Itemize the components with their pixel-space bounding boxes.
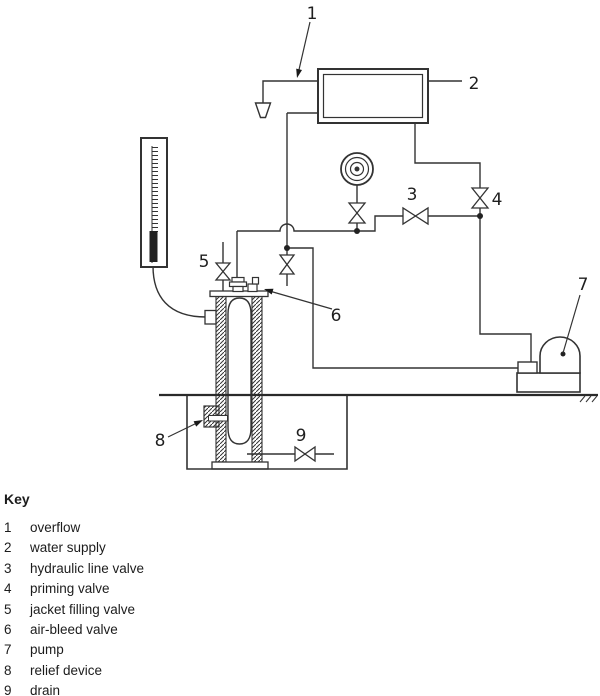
key-item-number: 6 [4, 622, 12, 638]
relief-device-icon [203, 405, 228, 428]
vent-valve [278, 254, 296, 275]
key-item-label: priming valve [30, 581, 110, 597]
expansion-scale-gauge [140, 137, 207, 318]
overflow-line [262, 80, 330, 103]
jacket-side-connection [204, 309, 217, 325]
key-item-number: 2 [4, 540, 12, 556]
key-row: 8 relief device [4, 661, 144, 681]
air-bleed-valve-icon [247, 276, 260, 293]
pump-icon [516, 336, 581, 393]
key-item-label: jacket filling valve [30, 601, 136, 617]
valves [214, 187, 490, 463]
key-rows: 1 overflow 2 water supply 3 hydraulic li… [4, 518, 144, 696]
jacket-base-plate [211, 461, 269, 470]
ground-hatch [579, 395, 598, 403]
water-supply-tank [317, 68, 429, 124]
key-item-number: 9 [4, 683, 12, 696]
valve-3-hydraulic-line [402, 206, 429, 226]
key-row: 6 air-bleed valve [4, 620, 144, 640]
label-6-air-bleed: 6 [331, 306, 342, 326]
label-2-water-supply: 2 [469, 74, 480, 94]
leader-6 [265, 289, 333, 310]
key-item-label: hydraulic line valve [30, 560, 145, 576]
key-title: Key [4, 491, 30, 507]
pressure-gauge-icon [340, 152, 374, 186]
line-with-bridge [237, 223, 357, 232]
key-item-number: 8 [4, 662, 12, 678]
leader-lines [167, 21, 581, 438]
pump-suction-line [287, 247, 518, 369]
key-item-number: 1 [4, 520, 12, 535]
overflow-funnel-icon [254, 102, 272, 119]
gauge-isolation-valve [347, 202, 367, 224]
arrowheads [193, 68, 302, 427]
key-item-number: 7 [4, 642, 12, 658]
leader-1 [297, 21, 311, 75]
key-row: 1 overflow [4, 518, 144, 538]
key-item-label: pump [30, 642, 64, 658]
label-8-relief-device: 8 [155, 431, 166, 451]
key-item-label: air-bleed valve [30, 622, 118, 638]
key-item-number: 5 [4, 601, 12, 617]
key-row: 7 pump [4, 640, 144, 660]
pump-discharge-line [479, 216, 532, 362]
key-item-label: relief device [30, 662, 103, 678]
key-item-label: water supply [30, 540, 106, 556]
jacket-right-wall [251, 295, 263, 463]
key-legend: Key 1 overflow 2 water supply 3 hydrauli… [4, 492, 144, 696]
priming-top-line [414, 115, 481, 188]
jacket-left-wall [215, 295, 227, 463]
test-rig-diagram: 1 2 3 4 5 6 7 8 9 [140, 4, 598, 470]
test-pit [186, 395, 348, 470]
valve-4-priming [470, 187, 490, 209]
label-5-jacket-filling: 5 [199, 252, 210, 272]
key-item-number: 3 [4, 560, 12, 576]
leader-7 [562, 294, 581, 354]
key-row: 5 jacket filling valve [4, 600, 144, 620]
junction-dots [284, 213, 566, 357]
key-row: 2 water supply [4, 538, 144, 558]
key-row: 9 drain [4, 681, 144, 696]
label-9-drain: 9 [296, 426, 307, 446]
label-7-pump: 7 [578, 275, 589, 295]
process-lines [222, 80, 532, 455]
key-row: 4 priming valve [4, 579, 144, 599]
label-3-hydraulic-valve: 3 [407, 185, 418, 205]
valve-5-jacket-filling [214, 262, 232, 281]
key-item-number: 4 [4, 581, 12, 597]
key-item-label: overflow [30, 520, 81, 535]
key-item-label: drain [30, 683, 61, 696]
hydraulic-line-left [357, 215, 403, 232]
valve-9-drain [294, 445, 316, 463]
key-row: 3 hydraulic line valve [4, 559, 144, 579]
test-jacket-assembly [204, 276, 269, 470]
label-1-overflow: 1 [307, 4, 318, 24]
cylinder-cap-fitting [228, 276, 248, 293]
test-cylinder [227, 297, 252, 445]
part-number-labels: 1 2 3 4 5 6 7 8 9 [155, 4, 589, 451]
label-4-priming-valve: 4 [492, 190, 503, 210]
